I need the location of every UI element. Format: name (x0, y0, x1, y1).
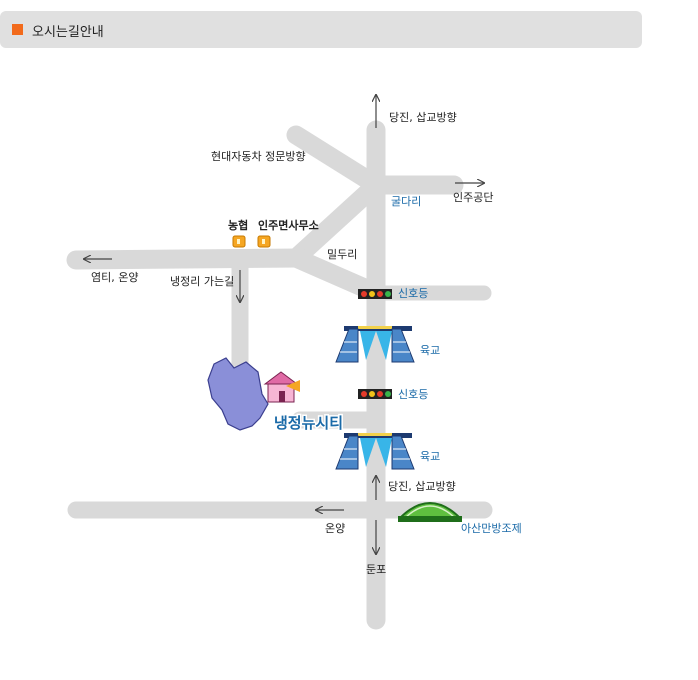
diagonal-road-junction (286, 175, 386, 268)
bullet-icon (12, 24, 23, 35)
newcity-area-icon (207, 357, 269, 431)
page-title: 오시는길안내 (32, 25, 104, 40)
label-yeomti-onyang: 염티, 온양 (91, 271, 138, 284)
traffic-signal-icon (358, 289, 392, 299)
overpass-icon (335, 326, 415, 363)
overpass-icon (335, 433, 415, 470)
label-dunpo: 둔포 (366, 563, 386, 576)
nonghyup-marker-icon (232, 235, 246, 248)
office-marker-icon (257, 235, 271, 248)
label-injoo-office: 인주면사무소 (258, 218, 319, 232)
house-icon (263, 371, 300, 403)
label-nonghyup: 농협 (228, 218, 248, 232)
label-onyang: 온양 (325, 522, 345, 535)
label-injoo-complex: 인주공단 (453, 191, 493, 204)
direction-arrows (84, 95, 484, 554)
diagonal-road-hyundai (286, 125, 386, 195)
label-naengjeong-road: 냉정리 가는길 (170, 275, 234, 288)
label-mildu-ri: 밀두리 (327, 248, 357, 261)
diagonal-road-mildu (286, 248, 386, 303)
label-south-direction: 당진, 삽교방향 (388, 480, 456, 493)
bridge-icon (398, 502, 462, 522)
label-signal-2: 신호등 (398, 388, 428, 401)
label-signal-1: 신호등 (398, 287, 428, 300)
traffic-signal-icon (358, 389, 392, 399)
label-overpass-2: 육교 (420, 450, 440, 463)
label-hyundai-gate: 현대자동차 정문방향 (211, 150, 306, 163)
label-north-direction: 당진, 삽교방향 (389, 111, 457, 124)
label-asan-bay: 아산만방조제 (461, 522, 522, 535)
label-guldari: 굴다리 (391, 195, 421, 208)
road-west-yeomti (66, 248, 310, 270)
label-newcity: 냉정뉴시티 (274, 414, 343, 432)
title-bar: 오시는길안내 (0, 11, 642, 48)
label-overpass-1: 육교 (420, 344, 440, 357)
